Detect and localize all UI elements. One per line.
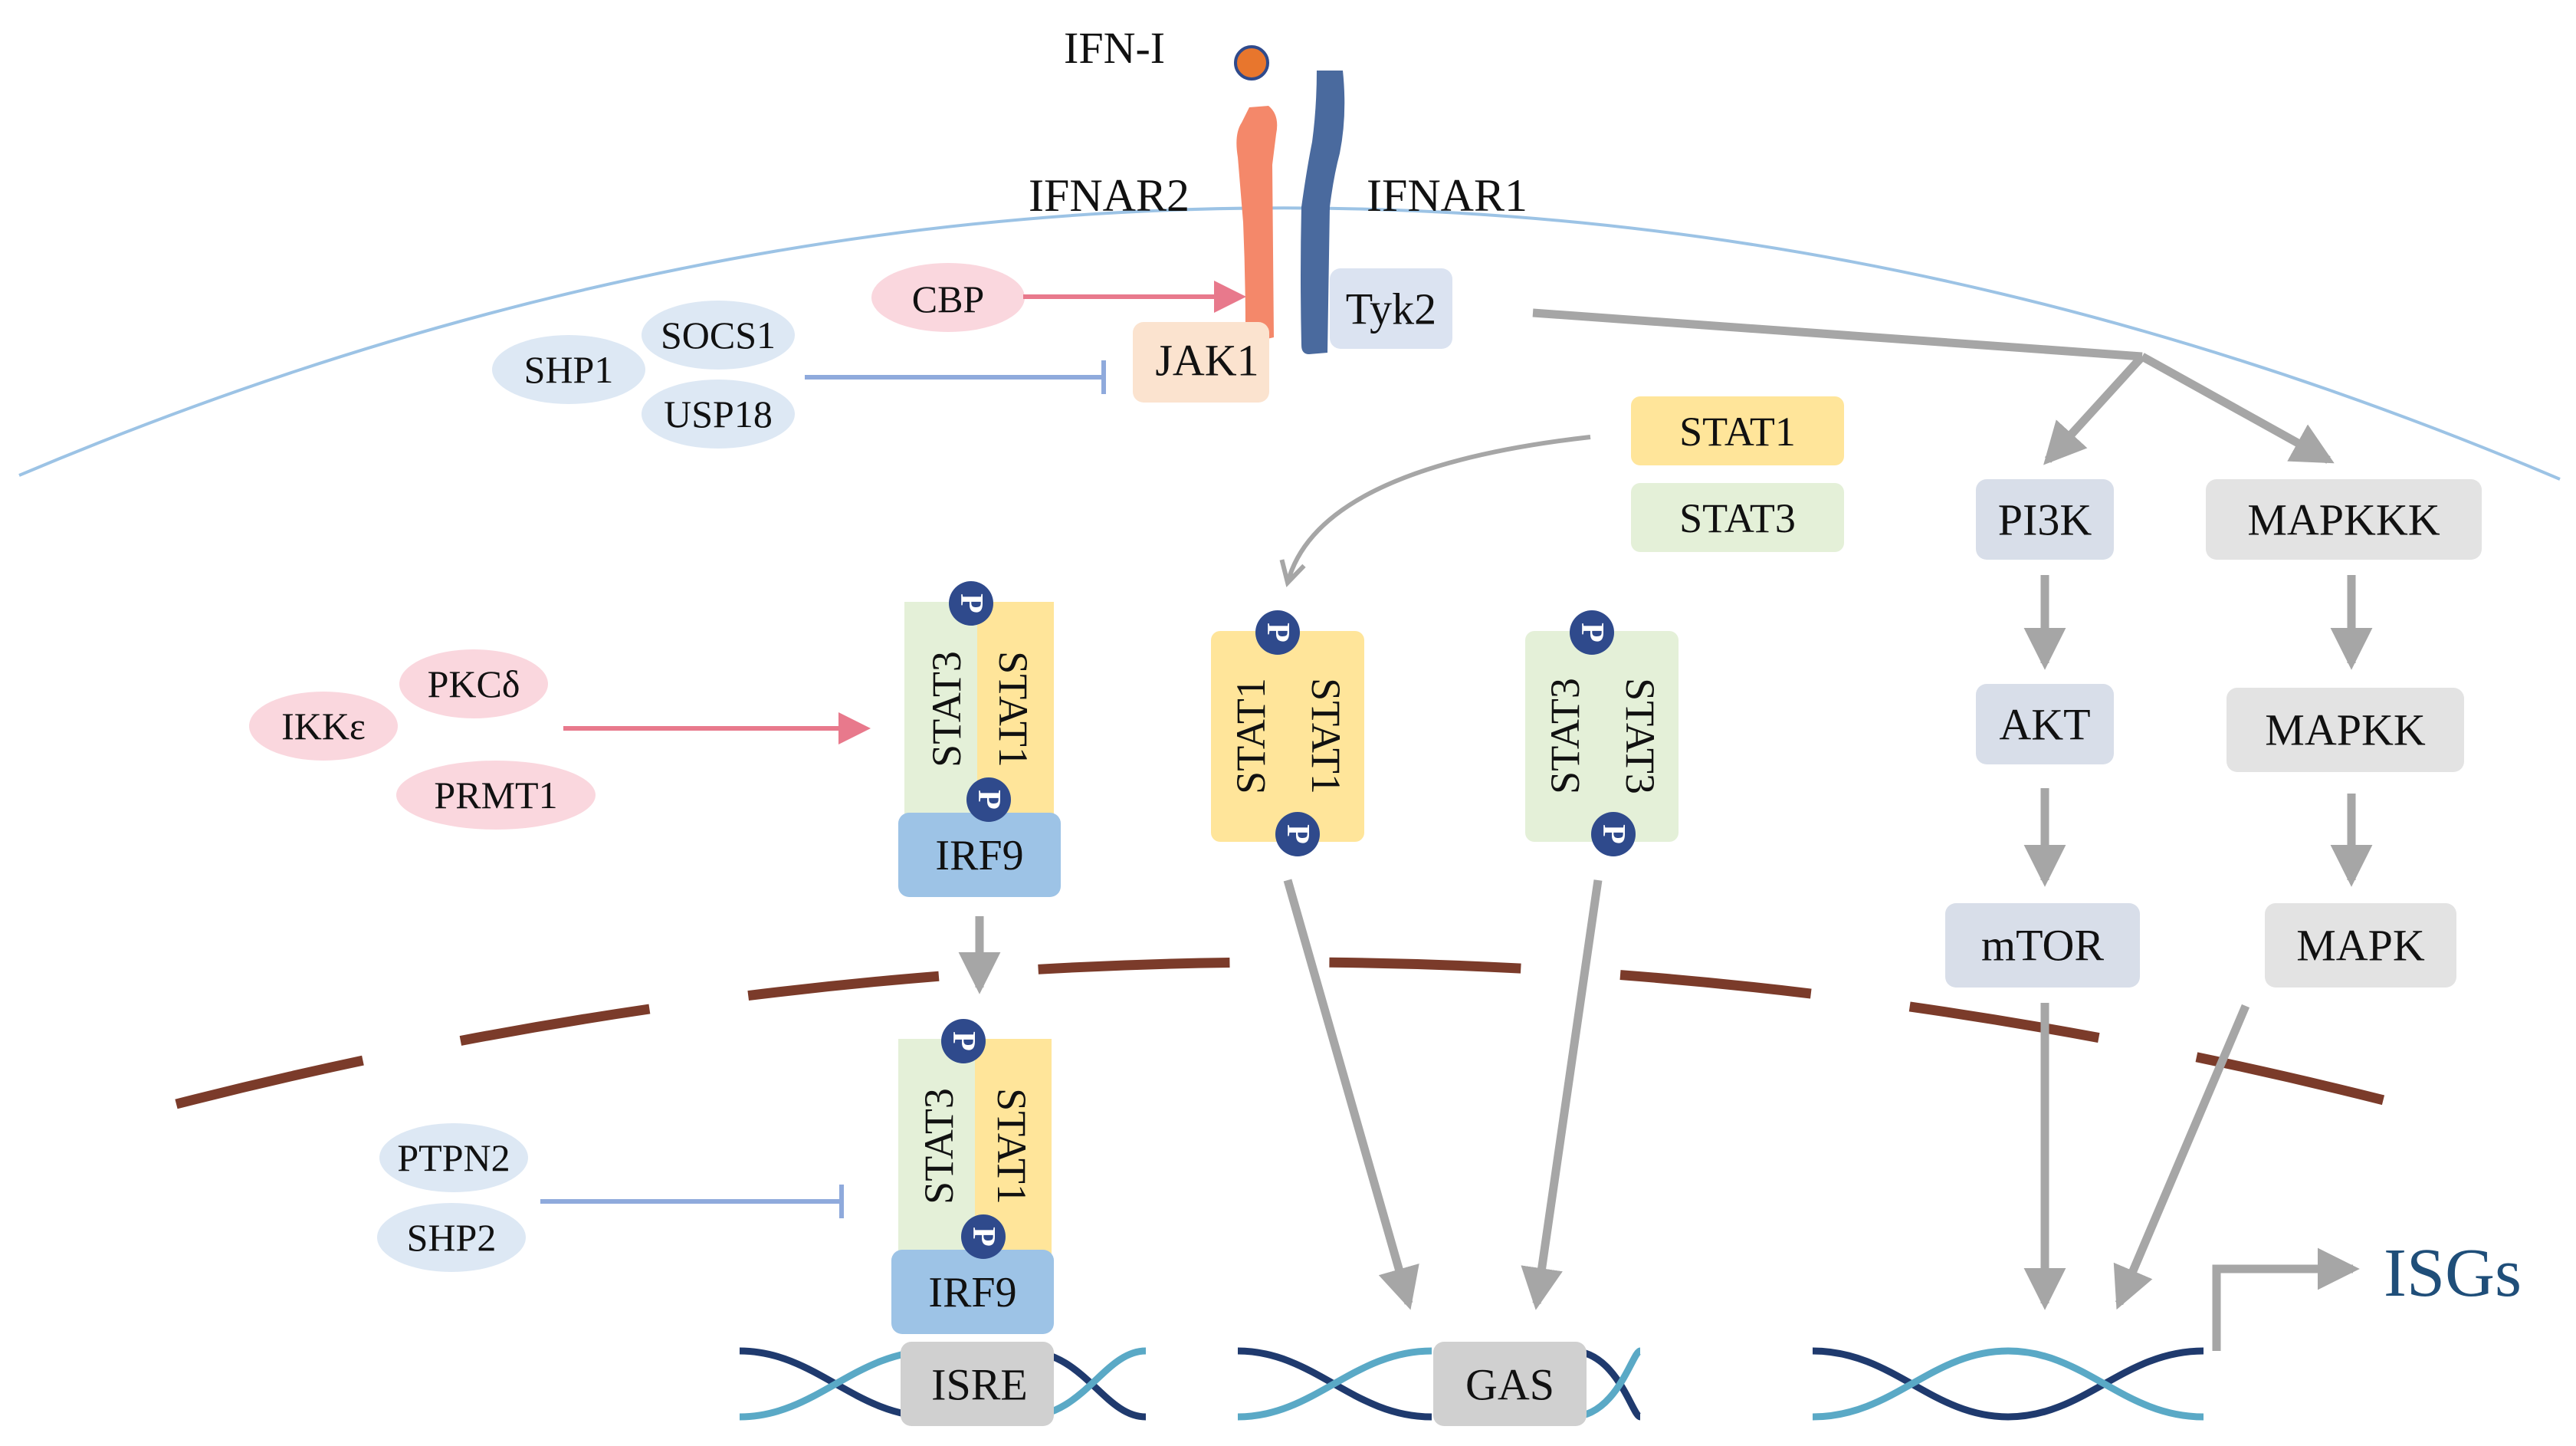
phospho-label: P xyxy=(966,1227,1001,1247)
ptpn2-oval xyxy=(379,1123,528,1192)
phospho-icon xyxy=(1255,610,1300,655)
irf9-box xyxy=(898,813,1061,897)
pi3k-label: PI3K xyxy=(1998,495,2092,545)
mapk-label: MAPK xyxy=(2296,921,2425,971)
tyk2-box xyxy=(1330,268,1452,349)
stat3-dimer-to-gas-arrow xyxy=(1521,879,1603,1310)
dna-helix-isg xyxy=(1812,1347,2204,1421)
ikke-label: IKKε xyxy=(281,705,366,748)
phospho-icon xyxy=(941,1019,986,1063)
akt-label: AKT xyxy=(1999,700,2090,750)
stat1-subunit-label: STAT1 xyxy=(990,651,1036,767)
stat3-subunit-label: STAT3 xyxy=(916,1088,962,1204)
gas-label: GAS xyxy=(1465,1360,1554,1410)
stat3-homodimer: STAT3 STAT3 P P xyxy=(1525,610,1679,856)
phospho-label: P xyxy=(1260,623,1295,642)
usp18-oval xyxy=(642,380,795,449)
arrow-to-pi3k xyxy=(2043,353,2146,465)
stat1-free-box xyxy=(1631,396,1844,465)
socs1-label: SOCS1 xyxy=(661,314,776,357)
ifn-label: IFN-I xyxy=(1064,23,1165,73)
ifnar1-label: IFNAR1 xyxy=(1367,170,1528,221)
phospho-icon xyxy=(1570,610,1614,655)
stat-recruitment-arrow xyxy=(1288,435,1591,583)
tyk2-label: Tyk2 xyxy=(1346,284,1436,334)
phospho-label: P xyxy=(1280,824,1315,844)
arrow-to-mapkkk xyxy=(2140,353,2335,464)
stat1-subunit-label: STAT1 xyxy=(1228,678,1274,794)
mapk-to-isg-arrow xyxy=(2113,1004,2250,1310)
isgf3-cytoplasm-complex: STAT3 STAT1 IRF9 P P xyxy=(898,581,1061,897)
stat1-homodimer: STAT1 STAT1 P P xyxy=(1211,610,1364,856)
mtor-box xyxy=(1945,903,2140,988)
tyk2-signal-arrow xyxy=(1532,308,2143,361)
prmt1-oval xyxy=(396,761,596,830)
stat3-free-label: STAT3 xyxy=(1679,495,1796,541)
phospho-label: P xyxy=(946,1031,981,1051)
isre-label: ISRE xyxy=(931,1360,1028,1410)
transcription-arrow xyxy=(2212,1247,2360,1351)
isre-box xyxy=(901,1342,1054,1426)
stat1-dimer-to-gas-arrow xyxy=(1283,879,1419,1310)
ifnar1-receptor-icon xyxy=(1301,71,1345,354)
cbp-oval xyxy=(871,263,1025,332)
phospho-icon xyxy=(961,1214,1006,1259)
shp1-oval xyxy=(492,335,645,404)
jak1-label: JAK1 xyxy=(1155,336,1258,386)
phospho-icon xyxy=(966,777,1011,822)
mtor-label: mTOR xyxy=(1981,921,2104,971)
phospho-icon xyxy=(1591,812,1636,856)
phospho-label: P xyxy=(1574,623,1610,642)
dna-helix-gas xyxy=(1237,1347,1642,1421)
mapkk-label: MAPKK xyxy=(2265,705,2426,755)
stat3-subunit-label: STAT3 xyxy=(924,651,970,767)
stat3-subunit-label: STAT3 xyxy=(1617,678,1663,794)
stat3-subunit xyxy=(898,1039,975,1257)
isgs-label: ISGs xyxy=(2384,1235,2522,1311)
shp2-label: SHP2 xyxy=(407,1216,497,1259)
irf9-label: IRF9 xyxy=(928,1269,1016,1316)
gas-box xyxy=(1433,1342,1587,1426)
ifnar2-label: IFNAR2 xyxy=(1029,170,1190,221)
phospho-icon xyxy=(949,581,993,626)
usp18-label: USP18 xyxy=(664,393,773,435)
jak1-box xyxy=(1133,322,1269,403)
mapkk-box xyxy=(2227,688,2464,772)
socs1-oval xyxy=(642,301,795,370)
isgf3-nuclear-complex: STAT3 STAT1 IRF9 P P xyxy=(891,1019,1054,1334)
pi3k-box xyxy=(1976,479,2114,560)
prmt1-label: PRMT1 xyxy=(434,774,557,817)
mapk-box xyxy=(2265,903,2456,988)
phospho-icon xyxy=(1275,812,1320,856)
irf9-label: IRF9 xyxy=(935,832,1023,879)
ptpn2-label: PTPN2 xyxy=(397,1136,510,1179)
stat3-subunit-label: STAT3 xyxy=(1542,678,1588,794)
stat1-subunit-label: STAT1 xyxy=(1303,678,1349,794)
akt-box xyxy=(1976,684,2114,764)
pkcd-oval xyxy=(399,649,548,718)
nuclear-envelope xyxy=(175,957,2400,1109)
phospho-label: P xyxy=(953,593,989,613)
stat3-free-box xyxy=(1631,483,1844,552)
stat1-free-label: STAT1 xyxy=(1679,409,1796,455)
stat1-subunit xyxy=(1211,631,1364,842)
ifnar2-receptor-icon xyxy=(1236,106,1278,341)
mapkkk-box xyxy=(2206,479,2482,560)
stat3-subunit xyxy=(1525,631,1679,842)
shp2-oval xyxy=(377,1203,526,1272)
ifn-ligand-icon xyxy=(1234,45,1269,81)
mapkkk-label: MAPKKK xyxy=(2247,495,2440,545)
stat3-subunit xyxy=(904,602,977,824)
ikke-oval xyxy=(249,692,398,761)
pkcd-label: PKCδ xyxy=(428,662,520,705)
shp1-label: SHP1 xyxy=(524,348,614,391)
stat1-subunit-label: STAT1 xyxy=(989,1088,1035,1204)
phospho-label: P xyxy=(1596,824,1631,844)
cell-membrane xyxy=(18,206,2561,481)
phospho-label: P xyxy=(971,790,1006,810)
irf9-box xyxy=(891,1250,1054,1334)
cbp-label: CBP xyxy=(912,278,985,320)
